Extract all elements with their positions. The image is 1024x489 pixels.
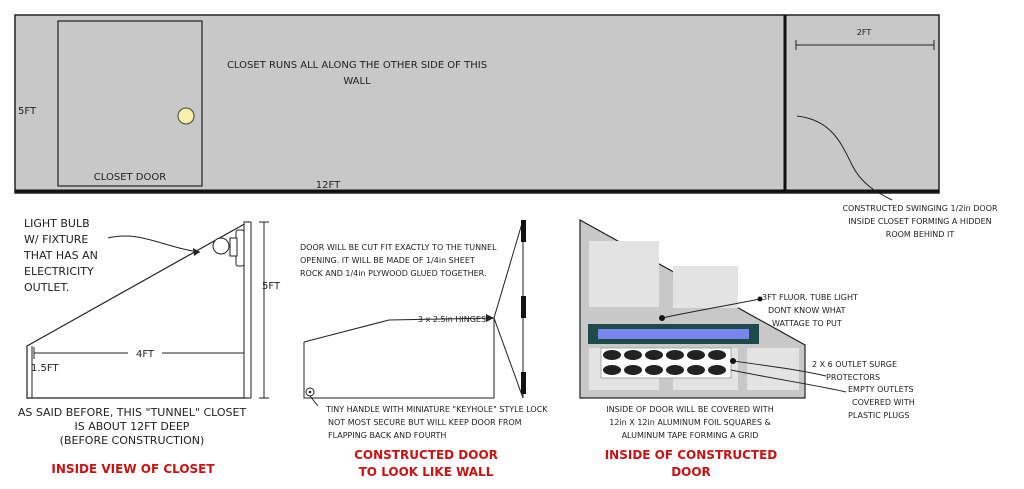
bulb-note: LIGHT BULB W/ FIXTURE THAT HAS AN ELECTR… (23, 217, 98, 294)
foil-note: INSIDE OF DOOR WILL BE COVERED WITH 12in… (606, 405, 773, 440)
outlet (687, 350, 705, 360)
bulb-leader (107, 235, 201, 253)
empty-outlet-leader (730, 369, 847, 393)
bulb-note-line-2: W/ FIXTURE (24, 233, 88, 246)
outlet-note-line-1: 2 X 6 OUTLET SURGE (812, 360, 897, 369)
wall-length-label: 12FT (316, 180, 341, 191)
outlet (624, 365, 642, 375)
tube-note-line-1: 3FT FLUOR. TUBE LIGHT (762, 293, 858, 302)
wall-height-label: 5FT (18, 106, 37, 117)
bulb-note-line-5: OUTLET. (24, 281, 69, 294)
inside-view-closet: LIGHT BULB W/ FIXTURE THAT HAS AN ELECTR… (18, 217, 281, 476)
hinges-label: 3 x 2.5in HINGES (418, 315, 486, 324)
door-width-dimension: 2FT (795, 28, 935, 50)
handle-note-line-1: TINY HANDLE WITH MINIATURE "KEYHOLE" STY… (325, 405, 548, 414)
swing-door-leader (796, 115, 893, 201)
door-note-line-1: DOOR WILL BE CUT FIT EXACTLY TO THE TUNN… (300, 243, 497, 252)
swing-door-note: CONSTRUCTED SWINGING 1/2in DOOR INSIDE C… (842, 204, 998, 239)
foil-note-line-3: ALUMINUM TAPE FORMING A GRID (622, 431, 759, 440)
bulb-note-line-4: ELECTRICITY (24, 265, 94, 278)
outlet-row-bottom (603, 365, 726, 375)
outlet (666, 365, 684, 375)
closet-note-line-2: WALL (343, 76, 371, 87)
inside-view-note: AS SAID BEFORE, THIS "TUNNEL" CLOSET IS … (18, 406, 247, 447)
inside-door-caption-2: DOOR (671, 465, 711, 479)
door-note-line-2: OPENING. IT WILL BE MADE OF 1/4in SHEET (300, 256, 475, 265)
tube-note-line-3: WATTAGE TO PUT (772, 319, 842, 328)
light-bulb-icon (212, 237, 230, 255)
closet-back-wall (243, 221, 252, 399)
fluorescent-tube (598, 329, 749, 339)
constructed-door-view: 3 x 2.5in HINGES DOOR WILL BE CUT FIT EX… (300, 219, 548, 479)
outlet-row-top (603, 350, 726, 360)
closet-depth-label: 4FT (136, 349, 155, 360)
outlet (624, 350, 642, 360)
closet-low-height-label: 1.5FT (31, 363, 59, 374)
hinge-top (521, 220, 526, 242)
swing-note-line-2: INSIDE CLOSET FORMING A HIDDEN (848, 217, 991, 226)
outlet (666, 350, 684, 360)
swing-note-line-1: CONSTRUCTED SWINGING 1/2in DOOR (842, 204, 998, 213)
tube-note-leader (661, 298, 761, 319)
outlet (708, 350, 726, 360)
outlet-note-line-2: PROTECTORS (826, 373, 880, 382)
foil-note-line-1: INSIDE OF DOOR WILL BE COVERED WITH (606, 405, 773, 414)
closet-height-label: 5FT (262, 281, 281, 292)
closet-door-knob (177, 107, 195, 125)
hinge-pointer (486, 314, 494, 322)
tube-light-note: 3FT FLUOR. TUBE LIGHT DONT KNOW WHAT WAT… (762, 293, 858, 328)
closet-door-label: CLOSET DOOR (94, 172, 166, 183)
inside-door-view: 3FT FLUOR. TUBE LIGHT DONT KNOW WHAT WAT… (579, 218, 915, 479)
handle-note: TINY HANDLE WITH MINIATURE "KEYHOLE" STY… (325, 405, 548, 440)
constructed-door-caption-2: TO LOOK LIKE WALL (359, 465, 494, 479)
swing-note-line-3: ROOM BEHIND IT (886, 230, 955, 239)
bulb-note-line-1: LIGHT BULB (24, 217, 90, 230)
empty-note-line-3: PLASTIC PLUGS (848, 411, 909, 420)
outlet-note-leader (732, 360, 827, 377)
closet-note-line-1: CLOSET RUNS ALL ALONG THE OTHER SIDE OF … (227, 60, 487, 71)
handle-leader (309, 395, 319, 407)
constructed-door-note: DOOR WILL BE CUT FIT EXACTLY TO THE TUNN… (300, 243, 497, 278)
inside-note-line-1: AS SAID BEFORE, THIS "TUNNEL" CLOSET (18, 406, 247, 419)
outlet (708, 365, 726, 375)
empty-note-line-1: EMPTY OUTLETS (848, 385, 914, 394)
closet-depth-dimension: 4FT (33, 347, 245, 360)
outlet (603, 365, 621, 375)
constructed-door-shape (303, 317, 495, 399)
empty-note-line-2: COVERED WITH (852, 398, 915, 407)
outlet (645, 350, 663, 360)
inside-door-caption-1: INSIDE OF CONSTRUCTED (605, 448, 778, 462)
closet-height-dimension: 5FT (259, 221, 281, 399)
wall-elevation: CLOSET DOOR CLOSET RUNS ALL ALONG THE OT… (14, 14, 940, 201)
inside-note-line-2: IS ABOUT 12FT DEEP (75, 420, 190, 433)
hinge-bottom (521, 372, 526, 394)
constructed-door-caption-1: CONSTRUCTED DOOR (354, 448, 498, 462)
outlet (603, 350, 621, 360)
handle-note-line-3: FLAPPING BACK AND FOURTH (328, 431, 446, 440)
foil-note-line-2: 12in X 12in ALUMINUM FOIL SQUARES & (609, 418, 770, 427)
outlet (687, 365, 705, 375)
outlet (645, 365, 663, 375)
inside-note-line-3: (BEFORE CONSTRUCTION) (60, 434, 205, 447)
light-fixture (212, 229, 245, 267)
door-width-label: 2FT (857, 28, 872, 37)
surge-protector-note: 2 X 6 OUTLET SURGE PROTECTORS (812, 360, 897, 382)
tube-note-line-2: DONT KNOW WHAT (768, 306, 846, 315)
bulb-note-line-3: THAT HAS AN (23, 249, 98, 262)
door-note-line-3: ROCK AND 1/4in PLYWOOD GLUED TOGETHER. (300, 269, 487, 278)
empty-outlets-note: EMPTY OUTLETS COVERED WITH PLASTIC PLUGS (848, 385, 915, 420)
hinge-middle (521, 296, 526, 318)
inside-view-caption: INSIDE VIEW OF CLOSET (51, 462, 215, 476)
handle-note-line-2: NOT MOST SECURE BUT WILL KEEP DOOR FROM (328, 418, 522, 427)
closet-low-height-dimension: 1.5FT (31, 346, 59, 398)
closet-door (57, 20, 203, 187)
